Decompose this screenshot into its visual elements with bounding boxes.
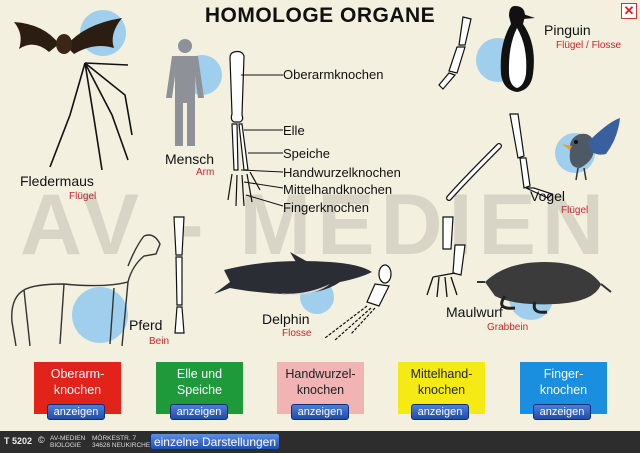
bird-wing-skeleton xyxy=(509,113,554,199)
bone-box-elle-speiche-line1: Elle und xyxy=(176,367,223,381)
label-fledermaus: Fledermaus xyxy=(20,173,94,189)
bone-label-oberarm: Oberarmknochen xyxy=(283,67,384,82)
label-pferd: Pferd xyxy=(129,317,163,333)
penguin-illustration xyxy=(500,6,535,92)
close-icon[interactable]: ✕ xyxy=(621,3,637,19)
show-handwurzel-button[interactable]: anzeigen xyxy=(291,404,349,420)
bone-box-handwurzel-line1: Handwurzel- xyxy=(285,367,356,381)
label-pinguin: Pinguin xyxy=(544,22,591,38)
bone-label-elle: Elle xyxy=(283,123,305,138)
mole-illustration xyxy=(477,262,612,314)
bone-box-finger-line2: knochen xyxy=(539,383,588,397)
mole-leg-skeleton xyxy=(426,216,466,298)
bone-label-handwurzel: Handwurzelknochen xyxy=(283,165,401,180)
bat-illustration xyxy=(14,18,122,54)
bone-label-mittelhand: Mittelhandknochen xyxy=(283,182,393,197)
sublabel-mensch: Arm xyxy=(196,167,215,178)
sublabel-delphin: Flosse xyxy=(282,328,312,339)
show-elle-speiche-button[interactable]: anzeigen xyxy=(170,404,228,420)
dolphin-flipper-skeleton xyxy=(324,264,392,341)
label-vogel: Vogel xyxy=(530,188,566,204)
page-title: HOMOLOGE ORGANE xyxy=(204,4,436,27)
highlight-circle-horse xyxy=(72,287,128,343)
bone-label-finger: Fingerknochen xyxy=(283,200,369,215)
sublabel-fledermaus: Flügel xyxy=(69,191,97,202)
bat-wing-skeleton xyxy=(49,62,133,171)
sublabel-vogel: Flügel xyxy=(561,205,589,216)
sublabel-pferd: Bein xyxy=(149,336,170,347)
show-mittelhand-button[interactable]: anzeigen xyxy=(411,404,469,420)
show-finger-button[interactable]: anzeigen xyxy=(533,404,591,420)
label-mensch: Mensch xyxy=(165,151,215,167)
bone-box-mittelhand-line1: Mittelhand- xyxy=(410,367,473,381)
horse-leg-skeleton xyxy=(173,216,185,334)
bone-box-handwurzel-line2: knochen xyxy=(296,383,345,397)
label-delphin: Delphin xyxy=(262,311,310,327)
watermark: AV - MEDIEN xyxy=(20,177,610,273)
bone-box-oberarm-line1: Oberarm- xyxy=(50,367,105,381)
footer-address-line2: 34626 NEUKIRCHEN xyxy=(92,442,155,449)
show-oberarm-button[interactable]: anzeigen xyxy=(47,404,105,420)
copyright-symbol: © xyxy=(38,435,45,445)
footer-company-line2: BIOLOGIE xyxy=(50,442,82,449)
bone-box-finger-line1: Finger- xyxy=(543,367,584,381)
horse-illustration xyxy=(11,234,161,347)
sublabel-maulwurf: Grabbein xyxy=(487,322,529,333)
footer-code: T 5202 xyxy=(4,436,33,446)
footer-address: MÖRKESTR. 7 34626 NEUKIRCHEN xyxy=(92,435,155,449)
bone-box-oberarm-line2: knochen xyxy=(53,383,102,397)
footer-company: AV-MEDIEN BIOLOGIE xyxy=(50,435,85,449)
bone-box-elle-speiche-line2: Speiche xyxy=(176,383,223,397)
penguin-flipper-skeleton xyxy=(438,16,472,90)
bone-label-speiche: Speiche xyxy=(283,146,330,161)
label-maulwurf: Maulwurf xyxy=(446,304,503,320)
sublabel-pinguin: Flügel / Flosse xyxy=(556,40,622,51)
footer-address-line1: MÖRKESTR. 7 xyxy=(92,435,137,442)
footer-company-line1: AV-MEDIEN xyxy=(50,435,86,442)
bird-arm-bone xyxy=(446,143,502,201)
human-silhouette xyxy=(166,39,204,146)
bone-box-mittelhand-line2: knochen xyxy=(417,383,466,397)
dolphin-illustration xyxy=(214,252,372,295)
single-views-button[interactable]: einzelne Darstellungen xyxy=(150,433,280,450)
bone-label-pointers xyxy=(240,74,284,207)
bird-illustration xyxy=(562,118,620,181)
